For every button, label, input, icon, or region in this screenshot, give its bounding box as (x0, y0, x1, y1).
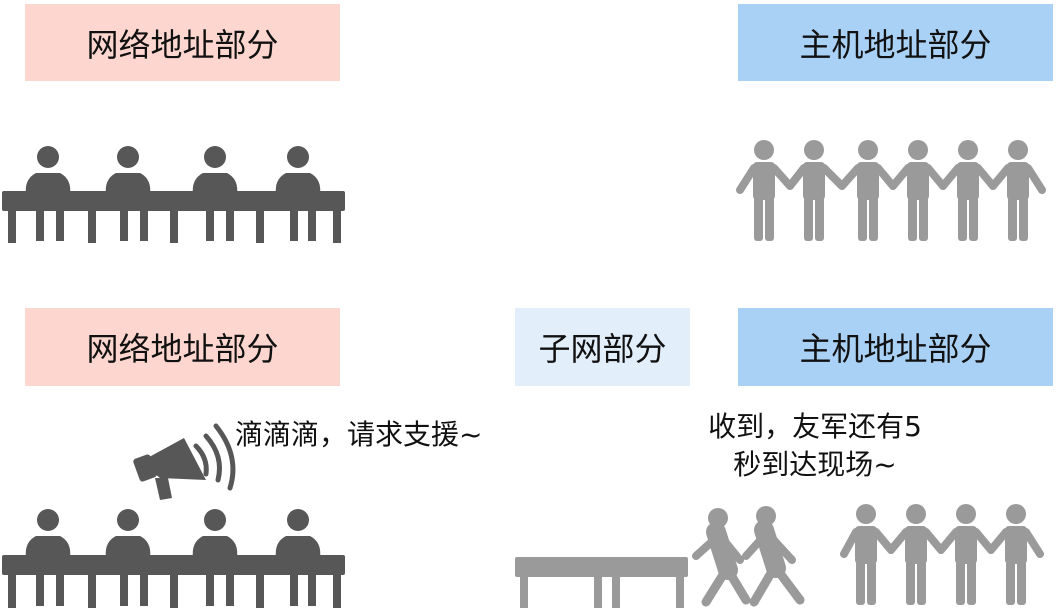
network-part-label: 网络地址部分 (25, 308, 340, 386)
row2-host-group (840, 504, 1044, 605)
row2-seated-people (25, 509, 321, 558)
subnet-table-icon (515, 557, 688, 608)
reply-text: 收到，友军还有5 秒到达现场~ (680, 408, 950, 484)
standing-person-icon (907, 140, 929, 241)
standing-person-icon (1005, 504, 1027, 605)
standing-person-icon (855, 504, 877, 605)
seated-person-icon (192, 146, 238, 195)
help-request-text: 滴滴滴，请求支援~ (235, 418, 483, 451)
reply-line-1: 收到，友军还有5 (708, 410, 922, 443)
host-part-label: 主机地址部分 (738, 4, 1053, 81)
standing-person-icon (857, 140, 879, 241)
seated-person-icon (25, 509, 71, 558)
standing-person-icon (957, 140, 979, 241)
standing-person-icon (753, 140, 775, 241)
seated-person-icon (105, 509, 151, 558)
walking-people (692, 506, 805, 607)
subnet-part-label: 子网部分 (515, 308, 690, 386)
seated-person-icon (25, 146, 71, 195)
holding-hands-arms (840, 528, 1044, 558)
row1-seated-people (25, 146, 321, 195)
row1-network-group (2, 146, 345, 243)
standing-person-icon (1007, 140, 1029, 241)
network-part-label: 网络地址部分 (25, 4, 340, 81)
table-icon (2, 555, 345, 608)
walking-person-icon (742, 506, 805, 607)
standing-person-icon (905, 504, 927, 605)
host-part-label: 主机地址部分 (738, 308, 1053, 386)
standing-person-icon (803, 140, 825, 241)
seated-person-icon (275, 146, 321, 195)
seated-person-icon (192, 509, 238, 558)
walking-person-icon (692, 508, 751, 607)
megaphone-icon (133, 423, 236, 500)
row1-host-group (736, 140, 1046, 241)
row2-network-group (2, 509, 345, 608)
table-icon (2, 191, 345, 243)
seated-person-icon (275, 509, 321, 558)
reply-line-2: 秒到达现场~ (733, 448, 897, 481)
standing-person-icon (955, 504, 977, 605)
seated-person-icon (105, 146, 151, 195)
holding-hands-arms (736, 164, 1046, 194)
